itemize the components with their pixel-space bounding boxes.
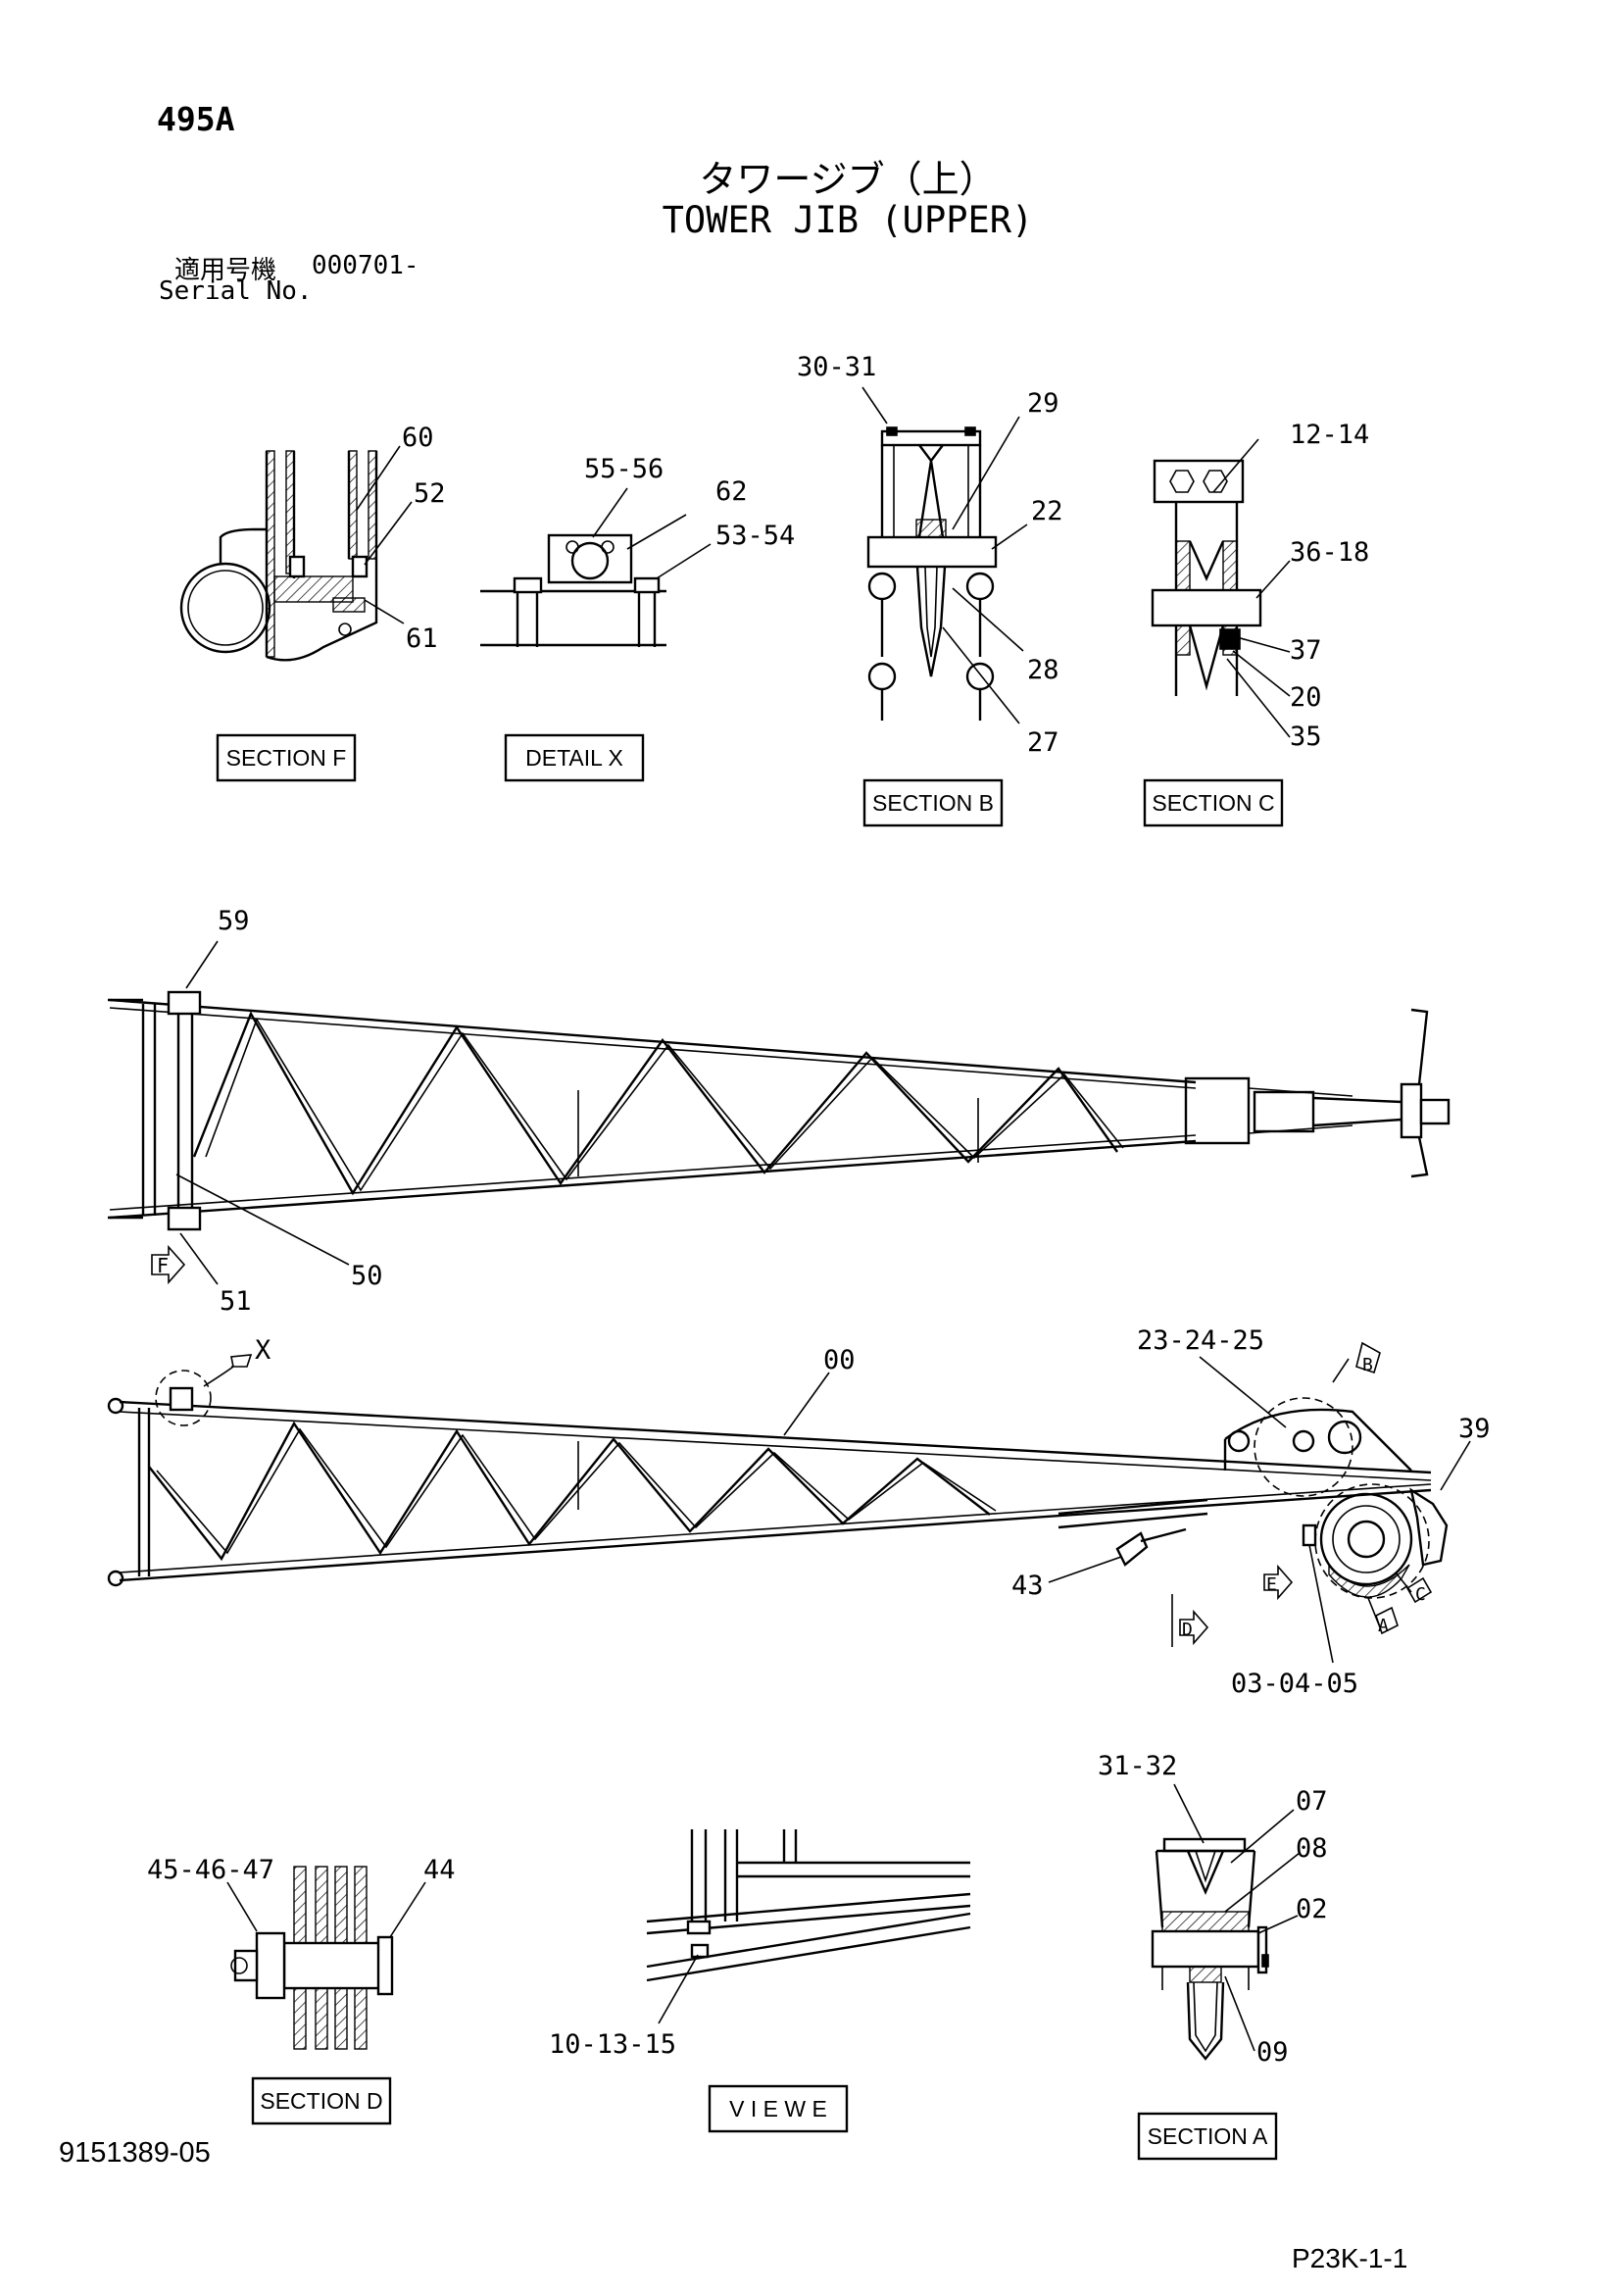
- callout-top-51: 51: [220, 1286, 252, 1317]
- document-number: 9151389-05: [59, 2137, 211, 2169]
- callout-e-10-13-15: 10-13-15: [549, 2029, 676, 2060]
- callout-c-20: 20: [1290, 682, 1322, 713]
- section-a-drawing: [1151, 1783, 1301, 2061]
- callout-a-02: 02: [1296, 1894, 1328, 1924]
- section-d-drawing: [226, 1866, 426, 2050]
- callout-top-50: 50: [351, 1261, 383, 1291]
- callout-c-12-14: 12-14: [1290, 420, 1369, 450]
- serial-label-english: Serial No.: [159, 276, 313, 306]
- callout-c-35: 35: [1290, 722, 1322, 752]
- model-code: 495A: [157, 100, 235, 138]
- section-f-box: [216, 733, 357, 782]
- title-japanese: タワージブ（上）: [699, 158, 997, 201]
- section-b-label: SECTION B: [872, 790, 994, 816]
- callout-top-59: 59: [218, 906, 250, 936]
- marker-e: E: [1266, 1574, 1277, 1595]
- callout-f-61: 61: [406, 624, 438, 654]
- callout-side-00: 00: [823, 1345, 856, 1375]
- section-a-label: SECTION A: [1148, 2123, 1268, 2149]
- callout-side-x: X: [255, 1335, 270, 1366]
- callout-b-22: 22: [1031, 496, 1063, 526]
- marker-c: C: [1415, 1584, 1426, 1605]
- view-e-box: [708, 2084, 849, 2133]
- section-c-label: SECTION C: [1152, 790, 1274, 816]
- section-b-drawing: [861, 386, 1028, 724]
- callout-a-07: 07: [1296, 1786, 1328, 1817]
- section-f-drawing: [179, 445, 413, 662]
- callout-d-44: 44: [423, 1855, 456, 1885]
- callout-f-60: 60: [402, 423, 434, 453]
- callout-side-03-04-05: 03-04-05: [1231, 1669, 1358, 1699]
- callout-c-36-18: 36-18: [1290, 537, 1369, 568]
- section-f-label: SECTION F: [226, 745, 347, 771]
- callout-b-30-31: 30-31: [797, 352, 876, 382]
- section-d-box: [251, 2076, 392, 2125]
- section-a-box: [1137, 2112, 1278, 2161]
- callout-side-39: 39: [1458, 1414, 1491, 1444]
- callout-a-31-32: 31-32: [1098, 1751, 1177, 1781]
- jib-top-view: [108, 940, 1451, 1285]
- detail-x-drawing: [480, 487, 712, 647]
- callout-b-28: 28: [1027, 655, 1059, 685]
- section-b-box: [862, 778, 1004, 827]
- callout-d-45-46-47: 45-46-47: [147, 1855, 274, 1885]
- callout-a-08: 08: [1296, 1833, 1328, 1864]
- detail-x-label: DETAIL X: [525, 745, 623, 771]
- serial-value: 000701-: [312, 251, 419, 280]
- section-c-box: [1143, 778, 1284, 827]
- jib-side-view: [107, 1341, 1471, 1664]
- callout-x-55-56: 55-56: [584, 454, 664, 484]
- section-c-drawing: [1151, 438, 1291, 738]
- callout-x-62: 62: [715, 476, 748, 507]
- callout-b-27: 27: [1027, 727, 1059, 758]
- page-code: P23K-1-1: [1292, 2243, 1408, 2273]
- marker-b: B: [1362, 1355, 1373, 1375]
- serial-label-japanese: 適用号機: [174, 256, 277, 285]
- callout-a-09: 09: [1256, 2037, 1289, 2068]
- title-english: TOWER JIB (UPPER): [662, 199, 1034, 241]
- marker-d: D: [1182, 1620, 1193, 1640]
- marker-f: F: [157, 1254, 169, 1277]
- detail-x-box: [504, 733, 645, 782]
- callout-side-43: 43: [1011, 1571, 1044, 1601]
- callout-side-23-24-25: 23-24-25: [1137, 1325, 1264, 1356]
- callout-f-52: 52: [414, 478, 446, 509]
- view-e-label: V I E W E: [729, 2096, 827, 2121]
- callout-x-53-54: 53-54: [715, 521, 795, 551]
- view-e-drawing: [646, 1829, 971, 2024]
- marker-a: A: [1378, 1616, 1389, 1636]
- callout-c-37: 37: [1290, 635, 1322, 666]
- section-d-label: SECTION D: [260, 2088, 382, 2114]
- callout-b-29: 29: [1027, 388, 1059, 419]
